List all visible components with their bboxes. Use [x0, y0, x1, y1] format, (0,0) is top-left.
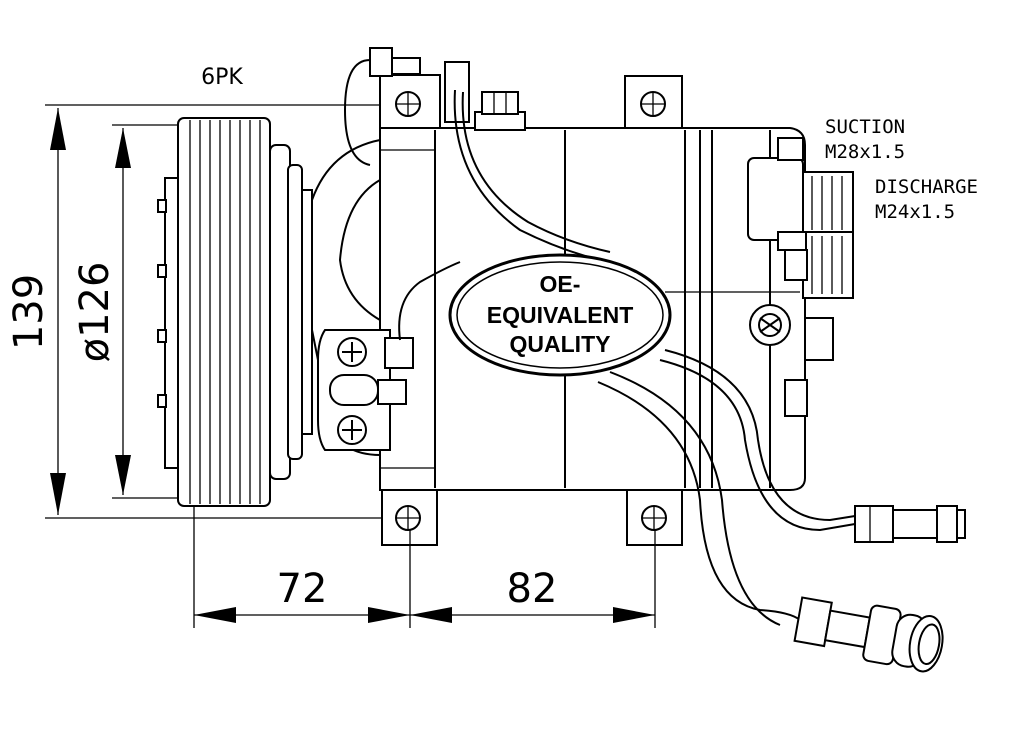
- height-139-label: 139: [6, 274, 52, 350]
- suction-title: SUCTION: [825, 116, 905, 138]
- pulley: [157, 117, 313, 507]
- badge-line-3: QUALITY: [510, 331, 611, 357]
- dimension-pulley-diameter: ø126: [72, 124, 180, 499]
- badge-line-1: OE-: [540, 271, 581, 297]
- dimension-82-label: 82: [507, 566, 558, 612]
- oe-quality-badge: OE- EQUIVALENT QUALITY: [448, 253, 672, 377]
- dimension-overall-height: 139: [6, 104, 395, 519]
- badge-line-2: EQUIVALENT: [487, 302, 634, 328]
- port-labels: SUCTION M28x1.5 DISCHARGE M24x1.5: [825, 116, 978, 223]
- diameter-126-label: ø126: [72, 262, 118, 363]
- discharge-title: DISCHARGE: [875, 176, 978, 198]
- dimension-72-label: 72: [277, 566, 328, 612]
- belt-label-group: 6PK: [201, 65, 243, 90]
- suction-thread: M28x1.5: [825, 141, 905, 163]
- discharge-thread: M24x1.5: [875, 201, 955, 223]
- belt-6pk-label: 6PK: [201, 65, 243, 90]
- dimension-bottom: 72 82: [193, 505, 656, 628]
